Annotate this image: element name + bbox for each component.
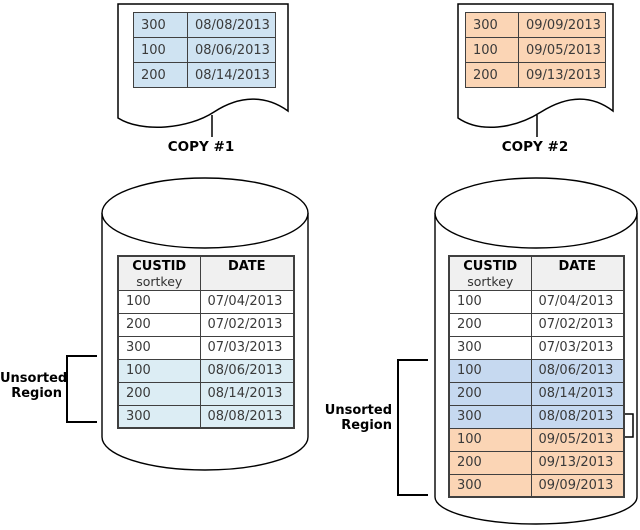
left-cylinder-table: CUSTID sortkey DATE 100 07/04/2013 200 0… [117, 255, 295, 429]
date-cell: 07/02/2013 [530, 312, 625, 337]
date-cell: 08/08/2013 [187, 12, 276, 38]
copy2-label: COPY #2 [501, 139, 569, 155]
unsorted-label-line2: Region [11, 386, 62, 401]
custid-cell: 100 [465, 37, 519, 63]
date-cell: 08/06/2013 [530, 358, 625, 383]
table-row: 200 09/13/2013 [448, 450, 625, 475]
copy1-doc-table: 300 08/08/2013 100 08/06/2013 200 08/14/… [133, 12, 276, 88]
custid-cell: 100 [133, 37, 188, 63]
date-cell: 09/13/2013 [530, 450, 625, 475]
table-row: 100 09/05/2013 [448, 427, 625, 452]
table-row: 200 08/14/2013 [117, 381, 295, 406]
date-cell: 08/14/2013 [199, 381, 295, 406]
table-row: 300 08/08/2013 [448, 404, 625, 429]
table-row: 100 08/06/2013 [117, 358, 295, 383]
custid-cell: 300 [448, 335, 532, 360]
date-cell: 07/02/2013 [199, 312, 295, 337]
table-row: 200 07/02/2013 [448, 312, 625, 337]
unsorted-label-line1: Unsorted [324, 403, 392, 418]
date-header-label: DATE [558, 259, 597, 274]
custid-cell: 200 [117, 312, 201, 337]
date-cell: 09/05/2013 [530, 427, 625, 452]
left-unsorted-region-label: Unsorted Region [0, 371, 67, 401]
sortkey-label: sortkey [136, 274, 183, 289]
date-cell: 07/04/2013 [199, 289, 295, 314]
custid-cell: 100 [117, 289, 201, 314]
custid-cell: 200 [465, 62, 519, 88]
date-cell: 07/03/2013 [199, 335, 295, 360]
unsorted-label-line2: Region [341, 418, 392, 433]
custid-header-label: CUSTID [132, 259, 187, 274]
date-cell: 09/09/2013 [518, 12, 606, 38]
custid-cell: 100 [448, 427, 532, 452]
sortkey-label: sortkey [467, 274, 514, 289]
table-row: 200 08/14/2013 [448, 381, 625, 406]
date-cell: 09/09/2013 [530, 473, 625, 498]
header-custid: CUSTID sortkey [448, 255, 532, 291]
left-unsorted-bracket [66, 355, 97, 423]
right-cylinder-table: CUSTID sortkey DATE 100 07/04/2013 200 0… [448, 255, 625, 498]
custid-cell: 100 [448, 358, 532, 383]
table-row: 300 07/03/2013 [117, 335, 295, 360]
table-row: 300 09/09/2013 [448, 473, 625, 498]
custid-cell: 200 [133, 62, 188, 88]
date-cell: 08/08/2013 [199, 404, 295, 429]
custid-cell: 100 [448, 289, 532, 314]
custid-cell: 200 [448, 312, 532, 337]
date-cell: 09/05/2013 [518, 37, 606, 63]
date-cell: 08/08/2013 [530, 404, 625, 429]
date-cell: 08/06/2013 [187, 37, 276, 63]
table-row: 300 09/09/2013 [465, 12, 606, 38]
date-cell: 09/13/2013 [518, 62, 606, 88]
date-header-label: DATE [227, 259, 266, 274]
table-row: 200 08/14/2013 [133, 62, 276, 88]
right-unsorted-region-label: Unsorted Region [322, 403, 392, 433]
date-cell: 08/14/2013 [530, 381, 625, 406]
header-date: DATE [199, 255, 295, 291]
right-cylinder-shape [434, 177, 638, 525]
copy2-doc-table: 300 09/09/2013 100 09/05/2013 200 09/13/… [465, 12, 606, 88]
custid-cell: 300 [448, 473, 532, 498]
unsorted-label-line1: Unsorted [0, 371, 68, 386]
table-row: 200 09/13/2013 [465, 62, 606, 88]
custid-cell: 300 [117, 404, 201, 429]
date-cell: 07/03/2013 [530, 335, 625, 360]
table-row: 100 07/04/2013 [448, 289, 625, 314]
table-row: 300 07/03/2013 [448, 335, 625, 360]
custid-cell: 200 [117, 381, 201, 406]
date-cell: 08/06/2013 [199, 358, 295, 383]
copy1-label: COPY #1 [167, 139, 235, 155]
table-row: 100 08/06/2013 [133, 37, 276, 63]
table-row: 100 09/05/2013 [465, 37, 606, 63]
header-custid: CUSTID sortkey [117, 255, 201, 291]
table-row: 300 08/08/2013 [133, 12, 276, 38]
custid-cell: 200 [448, 381, 532, 406]
custid-cell: 300 [117, 335, 201, 360]
custid-cell: 300 [448, 404, 532, 429]
table-row: 100 08/06/2013 [448, 358, 625, 383]
table-header-row: CUSTID sortkey DATE [448, 255, 625, 291]
custid-cell: 100 [117, 358, 201, 383]
custid-cell: 200 [448, 450, 532, 475]
table-header-row: CUSTID sortkey DATE [117, 255, 295, 291]
header-date: DATE [530, 255, 625, 291]
left-cylinder-shape [101, 177, 309, 471]
date-cell: 08/14/2013 [187, 62, 276, 88]
custid-header-label: CUSTID [463, 259, 518, 274]
table-row: 200 07/02/2013 [117, 312, 295, 337]
table-row: 100 07/04/2013 [117, 289, 295, 314]
table-row: 300 08/08/2013 [117, 404, 295, 429]
custid-cell: 300 [465, 12, 519, 38]
custid-cell: 300 [133, 12, 188, 38]
right-unsorted-bracket [397, 359, 428, 496]
copy-junction-bracket [623, 413, 634, 438]
date-cell: 07/04/2013 [530, 289, 625, 314]
